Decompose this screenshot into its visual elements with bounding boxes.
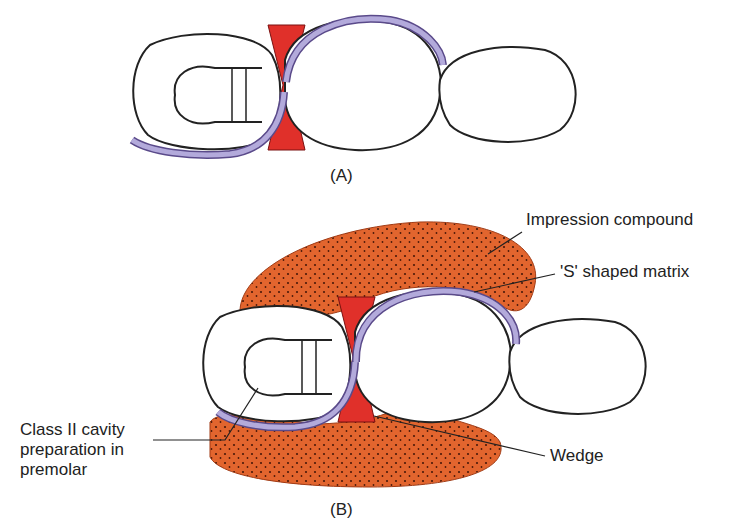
- leader-lines: [153, 232, 555, 456]
- figure-b: [203, 222, 645, 487]
- molar-tooth: [509, 319, 645, 414]
- matrix-band: [132, 19, 443, 155]
- premolar-tooth: [133, 34, 280, 149]
- part-label: Class II cavity preparation in premolar: [20, 420, 148, 480]
- part-label: (B): [330, 500, 353, 520]
- part-label: 'S' shaped matrix: [560, 262, 689, 282]
- premolar-tooth: [203, 306, 350, 421]
- molar-tooth: [439, 47, 575, 142]
- s-shaped-matrix: [218, 291, 516, 427]
- cavity-preparation: [175, 67, 262, 124]
- cavity-preparation: [245, 339, 332, 396]
- part-label: Impression compound: [526, 210, 693, 230]
- figure-a: [132, 19, 576, 155]
- part-label: Wedge: [550, 446, 604, 466]
- part-label: (A): [330, 166, 353, 186]
